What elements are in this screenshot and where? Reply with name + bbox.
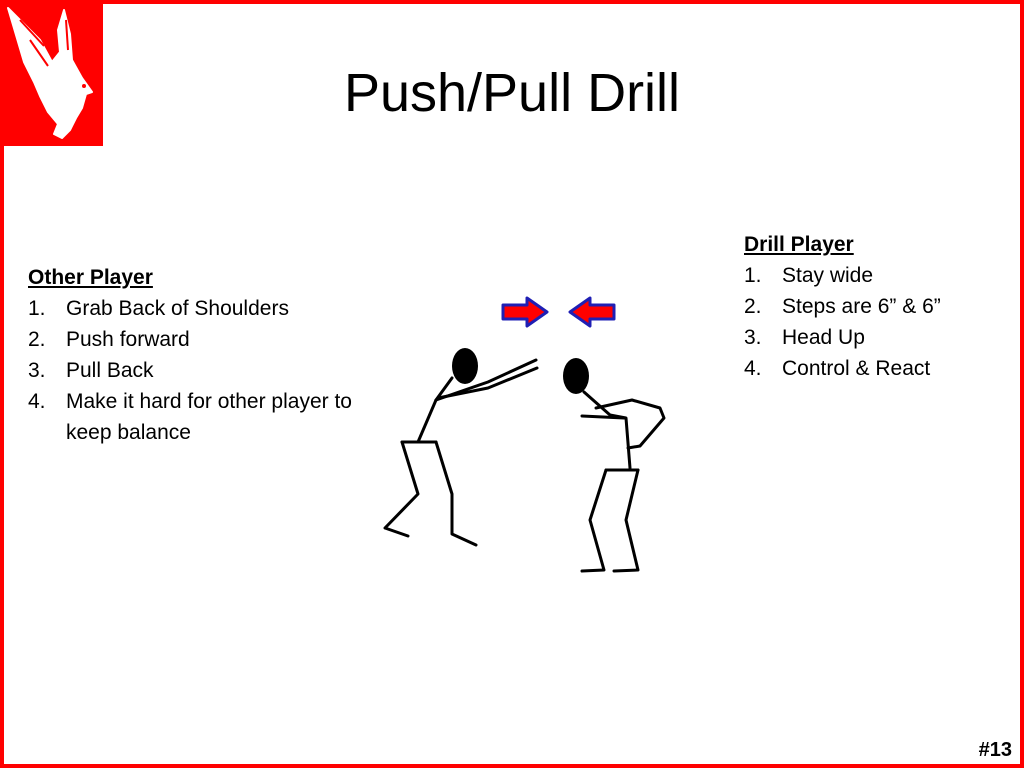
list-number: 4.	[744, 357, 762, 380]
list-number: 3.	[744, 326, 762, 349]
list-text: Make it hard for other player to keep ba…	[66, 390, 352, 444]
list-item: 3. Pull Back	[28, 355, 378, 386]
list-item: 1. Stay wide	[744, 260, 1004, 291]
list-item: 3. Head Up	[744, 322, 1004, 353]
list-item: 2. Steps are 6” & 6”	[744, 291, 1004, 322]
hawk-logo	[0, 0, 103, 146]
drill-player-panel: Drill Player 1. Stay wide 2. Steps are 6” …	[744, 229, 1004, 384]
other-player-heading: Other Player	[28, 266, 153, 289]
list-text: Push forward	[66, 328, 190, 351]
drill-illustration	[370, 285, 690, 590]
list-number: 4.	[28, 390, 46, 413]
list-number: 1.	[744, 264, 762, 287]
list-text: Control & React	[782, 357, 931, 380]
list-text: Stay wide	[782, 264, 874, 287]
drill-player-list: 1. Stay wide 2. Steps are 6” & 6” 3. Head U…	[744, 260, 1004, 384]
arrow-right-icon	[501, 296, 549, 328]
drill-player-heading: Drill Player	[744, 233, 854, 256]
stick-figure-bent-icon	[563, 358, 666, 573]
list-item: 4. Make it hard for other player to keep …	[28, 386, 378, 448]
list-text: Head Up	[782, 326, 865, 349]
list-number: 3.	[28, 359, 46, 382]
list-item: 4. Control & React	[744, 353, 1004, 384]
other-player-list: 1.Grab Back of Shoulders 2.Push forward …	[28, 293, 378, 448]
list-item: 2. Push forward	[28, 324, 378, 355]
list-item: 1. Grab Back of Shoulders	[28, 293, 378, 324]
list-text: Pull Back	[66, 359, 154, 382]
list-text: Grab Back of Shoulders	[66, 297, 289, 320]
hawk-logo-icon	[0, 0, 103, 146]
slide-title: Push/Pull Drill	[343, 63, 681, 123]
list-number: 2.	[744, 295, 762, 318]
arrow-left-icon	[568, 296, 616, 328]
list-text: Steps are 6” & 6”	[782, 295, 941, 318]
slide-number: #13	[978, 739, 1012, 761]
other-player-panel: Other Player 1. Grab Back of Shoulders 2.…	[28, 262, 378, 448]
list-number: 2.	[28, 328, 46, 351]
stick-figure-pushing-icon	[383, 348, 539, 547]
list-number: 1.	[28, 297, 46, 320]
